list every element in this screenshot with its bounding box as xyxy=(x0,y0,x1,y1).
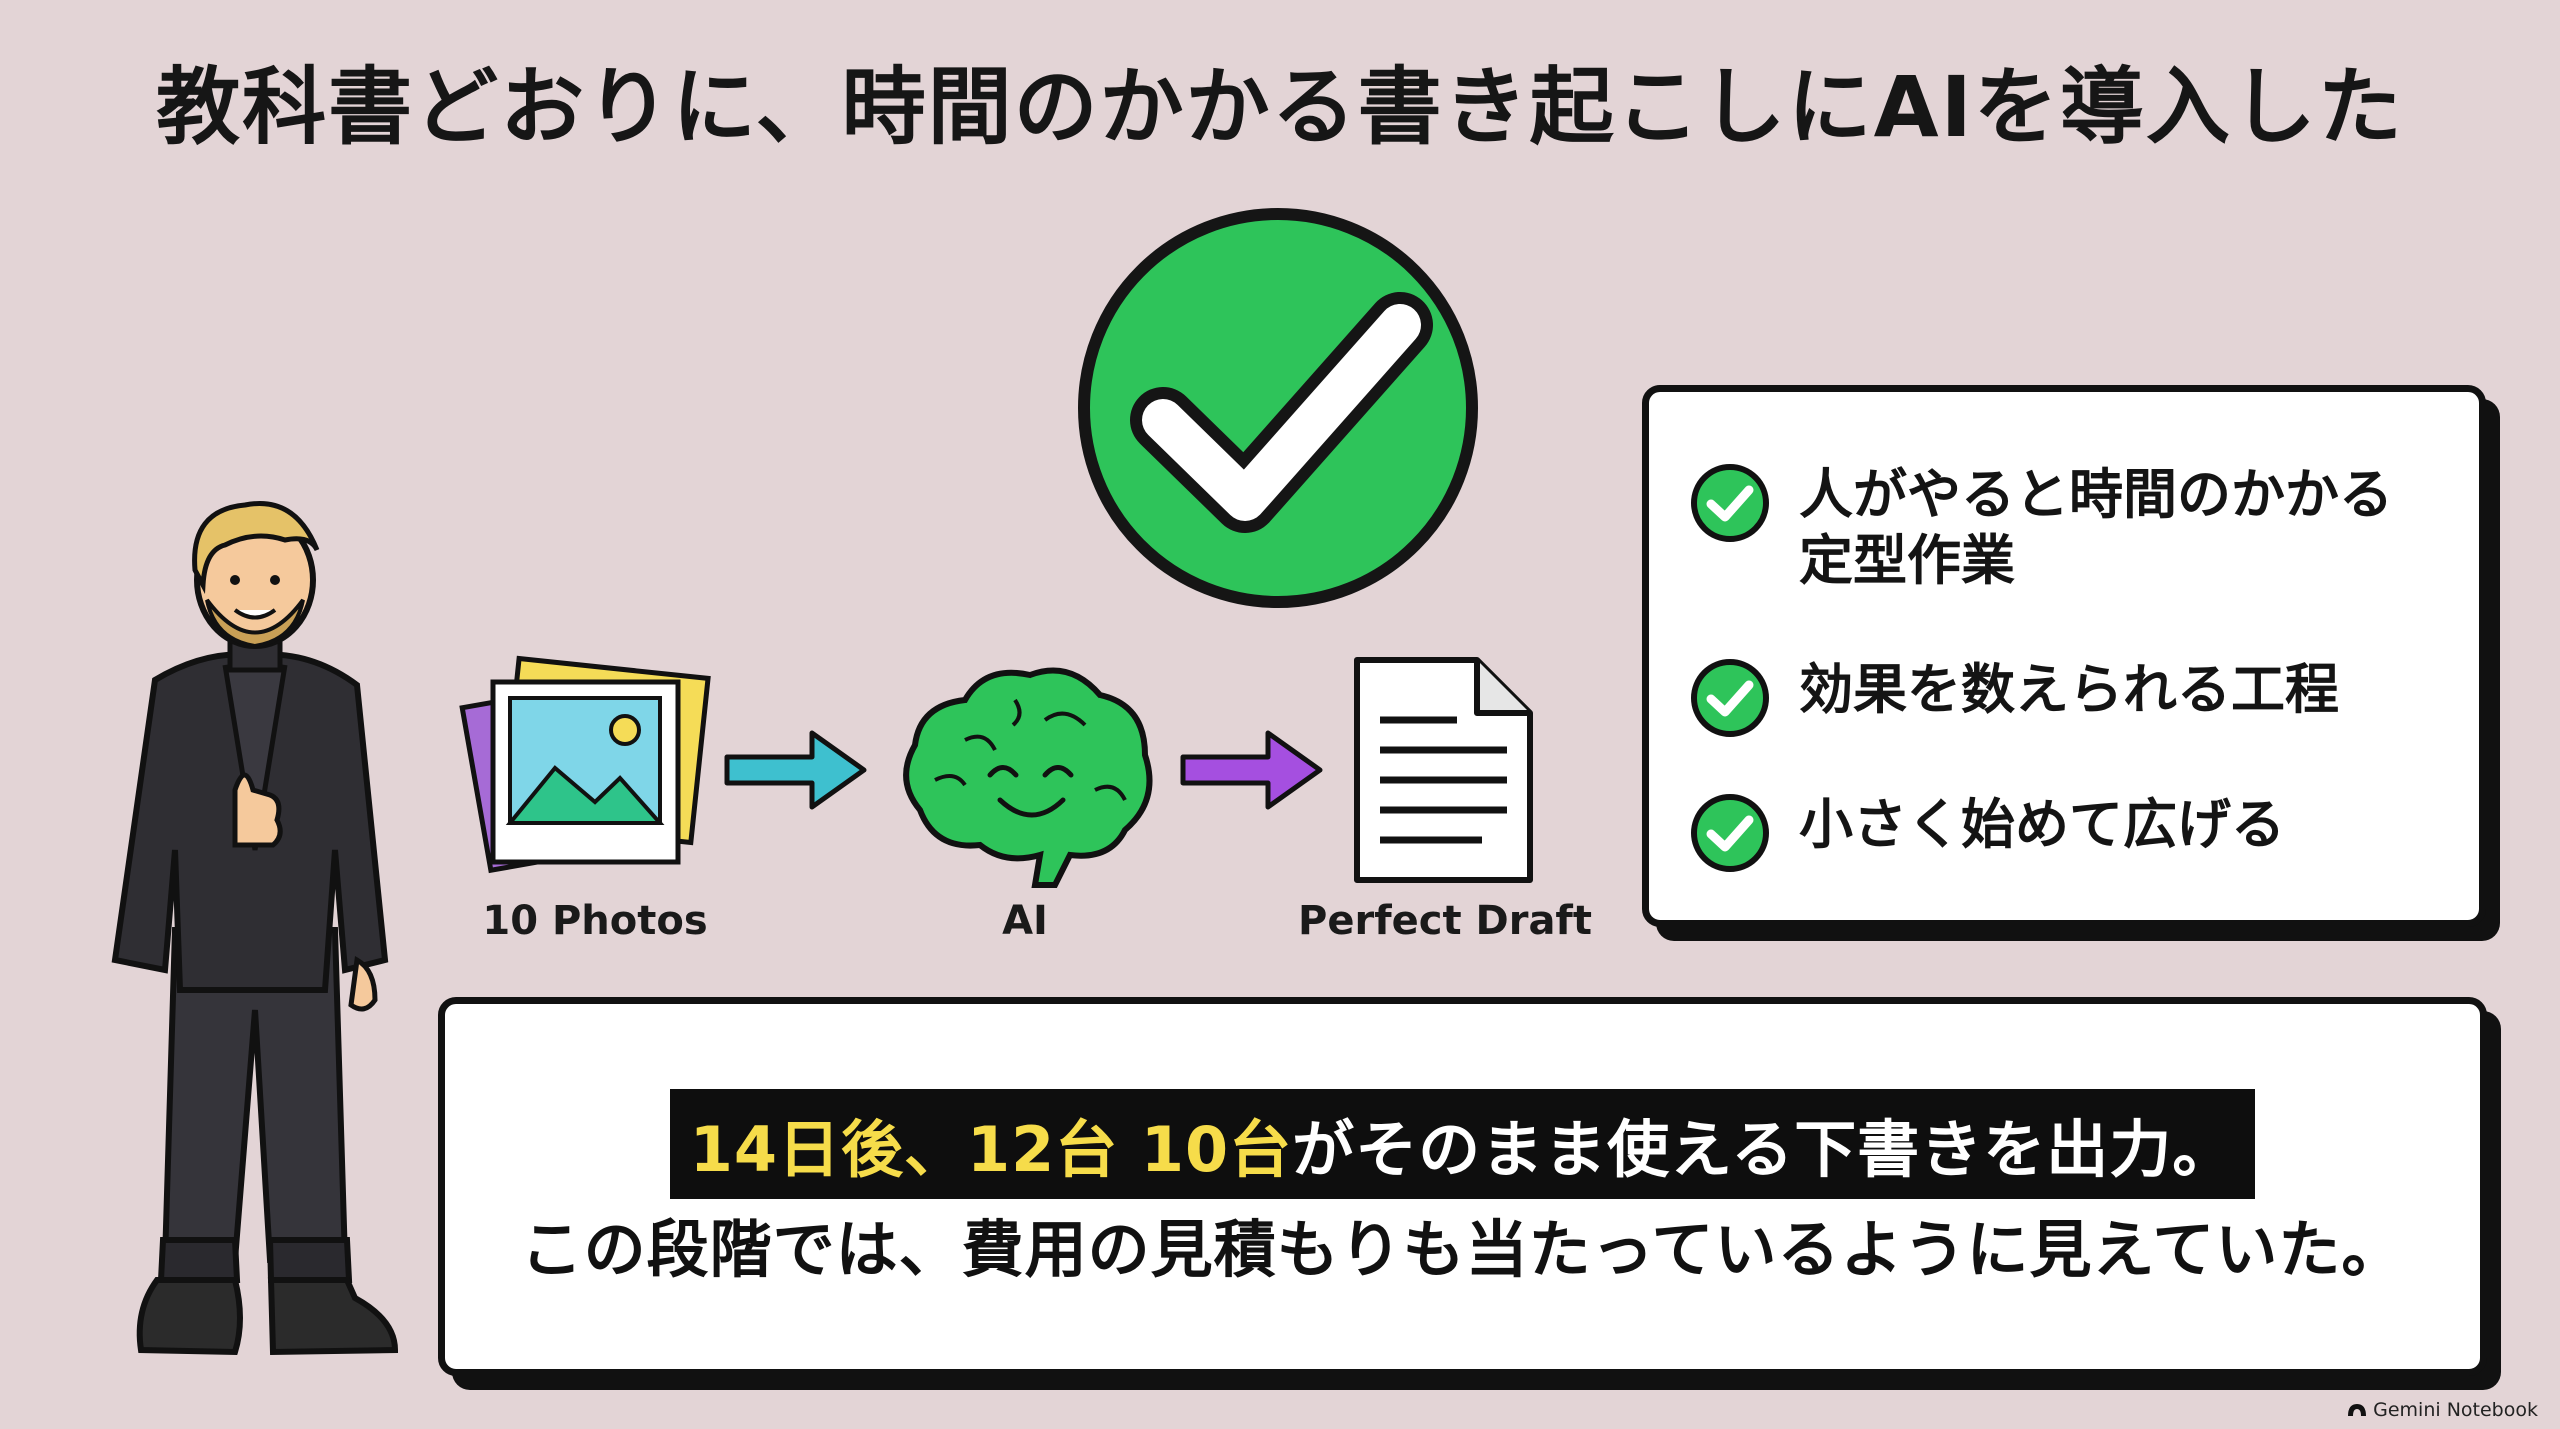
check-circle-icon xyxy=(1691,794,1769,872)
footer-brand: Gemini Notebook xyxy=(2347,1399,2538,1421)
caption-highlight-numbers: 14日後、12台 10台 xyxy=(689,1113,1293,1186)
checklist-item-text: 人がやると時間のかかる 定型作業 xyxy=(1799,463,2393,592)
caption-highlight: 14日後、12台 10台がそのまま使える下書きを出力。 xyxy=(669,1089,2256,1199)
person-illustration xyxy=(111,501,399,1356)
arrow-right-icon xyxy=(724,730,867,810)
footer-brand-text: Gemini Notebook xyxy=(2373,1399,2538,1421)
caption-text: この段階では、費用の見積もりも当たっているように見えていた。 xyxy=(520,1213,2405,1286)
large-check-icon xyxy=(1078,208,1478,608)
arrow-right-icon xyxy=(1180,730,1323,810)
gemini-logo-icon xyxy=(2348,1404,2367,1416)
ai-label: AI xyxy=(1002,898,1048,944)
checklist-card: 人がやると時間のかかる 定型作業 効果を数えられる工程 小さく始めて広げる xyxy=(1642,385,2486,927)
photos-label: 10 Photos xyxy=(482,898,708,944)
check-circle-icon xyxy=(1691,659,1769,737)
draft-label: Perfect Draft xyxy=(1298,898,1592,944)
checklist-item-text: 効果を数えられる工程 xyxy=(1799,658,2339,721)
brain-icon xyxy=(903,667,1153,888)
caption-highlight-line: 14日後、12台 10台がそのまま使える下書きを出力。 xyxy=(445,1089,2480,1199)
photos-icon xyxy=(459,655,711,874)
caption-card: 14日後、12台 10台がそのまま使える下書きを出力。 この段階では、費用の見積… xyxy=(438,997,2487,1376)
checklist-item: 人がやると時間のかかる 定型作業 xyxy=(1689,462,2479,594)
check-circle-icon xyxy=(1691,464,1769,542)
caption-highlight-text: がそのまま使える下書きを出力。 xyxy=(1292,1113,2236,1186)
document-icon xyxy=(1354,657,1533,883)
checklist-item-text: 小さく始めて広げる xyxy=(1799,793,2285,856)
page-title: 教科書どおりに、時間のかかる書き起こしにAIを導入した xyxy=(156,58,2404,156)
checklist-item: 小さく始めて広げる xyxy=(1689,792,2479,874)
checklist-item: 効果を数えられる工程 xyxy=(1689,657,2479,739)
